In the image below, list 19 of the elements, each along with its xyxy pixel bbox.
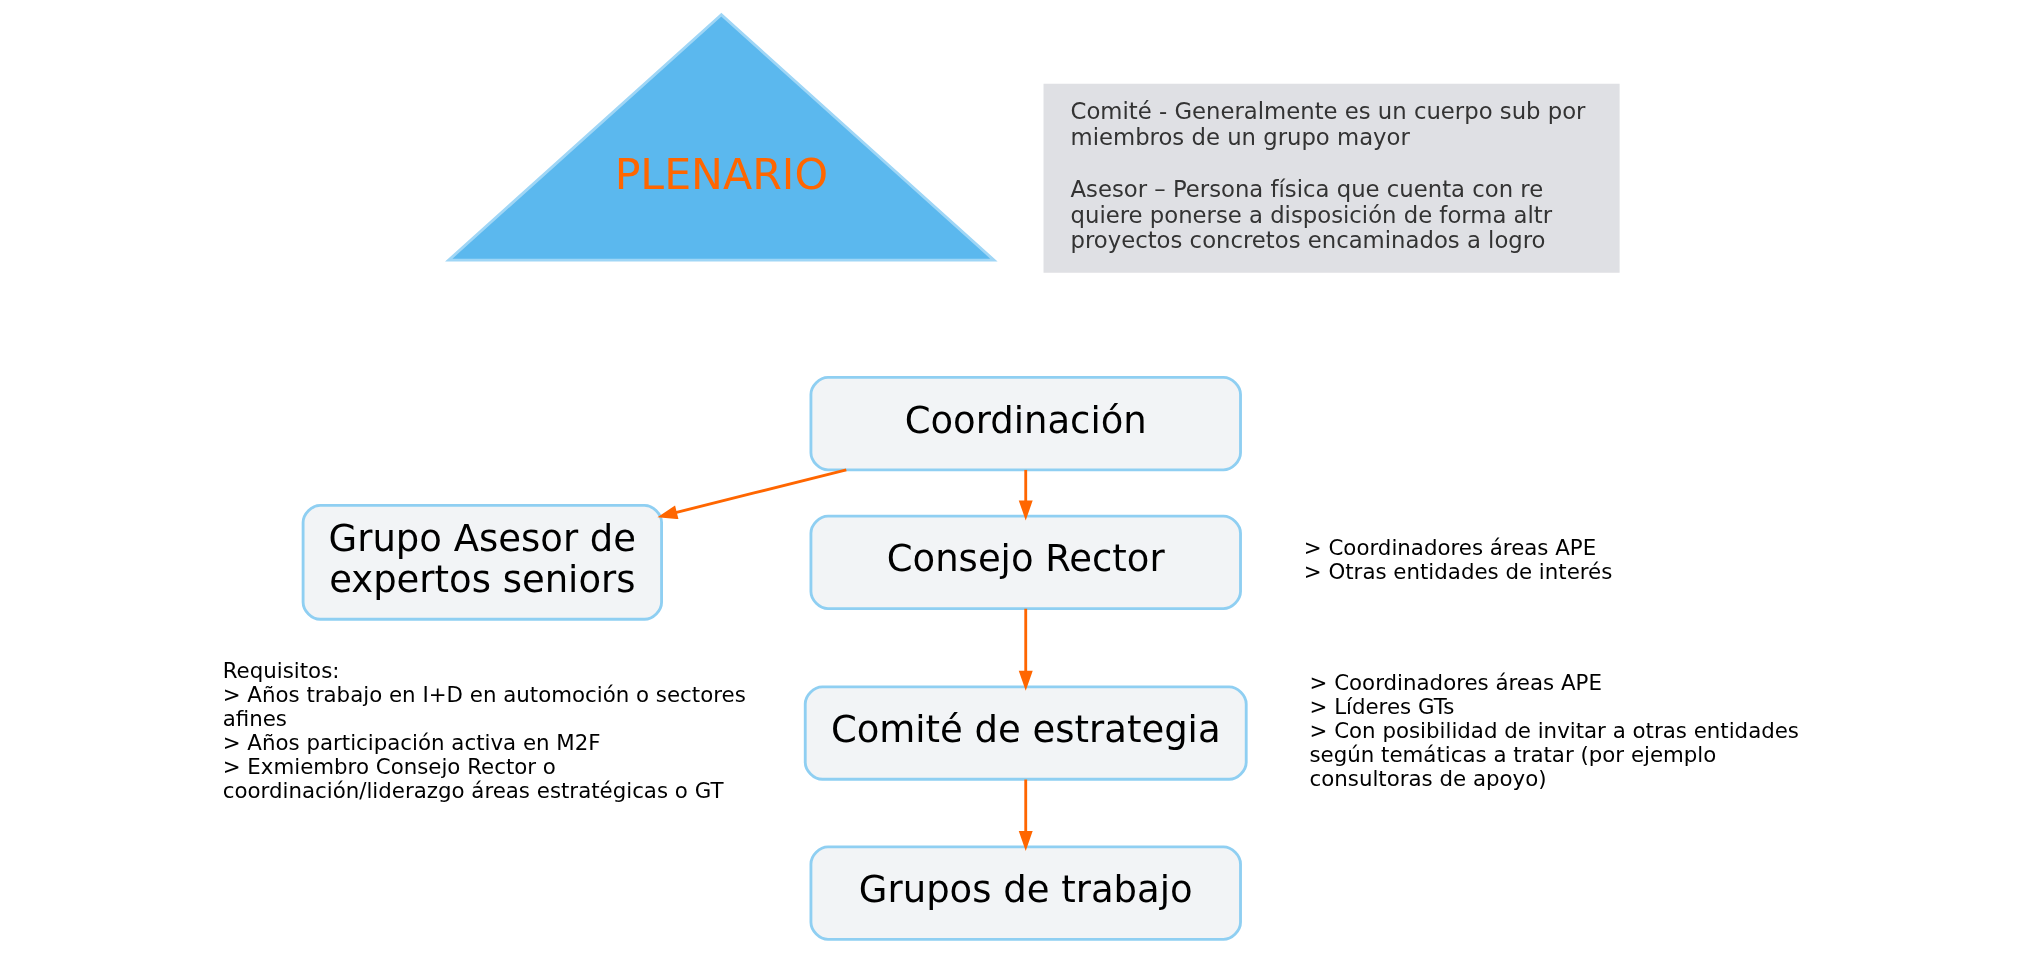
node-label: > Coordinadores áreas APE [1303,534,1597,560]
node-box: Coordinación [809,375,1242,471]
node-box: Comité de estrategia [803,684,1248,781]
node-box: Grupos de trabajo [809,844,1242,941]
node-label: > Años trabajo en I+D en automoción o sectores afines [222,681,746,731]
arrow [1018,469,1033,520]
arrow [657,468,847,519]
node-box: Consejo Rector [809,514,1242,610]
arrow [1018,608,1033,691]
node-box: Grupo Asesor de expertos seniors [301,503,663,621]
node-label: > Exmiembro Consejo Rector o coordinación/liderazgo áreas estratégicas o GT [222,753,724,803]
node-box: Comité - Generalmente es un cuerpo sub por miembros de un grupo mayor Asesor – Persona física que cuenta con re quiere ponerse a disposición de forma altr proyectos concretos encaminados a logro [1043,83,1620,273]
node-label: > Otras entidades de interés [1303,558,1613,584]
arrow [1018,779,1033,851]
node-label: > Líderes GTs [1309,693,1455,719]
node-label: > Con posibilidad de invitar a otras entidades según temáticas a tratar (por ejemplo consultoras de apoyo) [1309,717,1799,791]
node-label: > Años participación activa en M2F [222,729,601,755]
node-label: > Coordinadores áreas APE [1309,669,1602,695]
node-label: Requisitos: [222,657,340,683]
